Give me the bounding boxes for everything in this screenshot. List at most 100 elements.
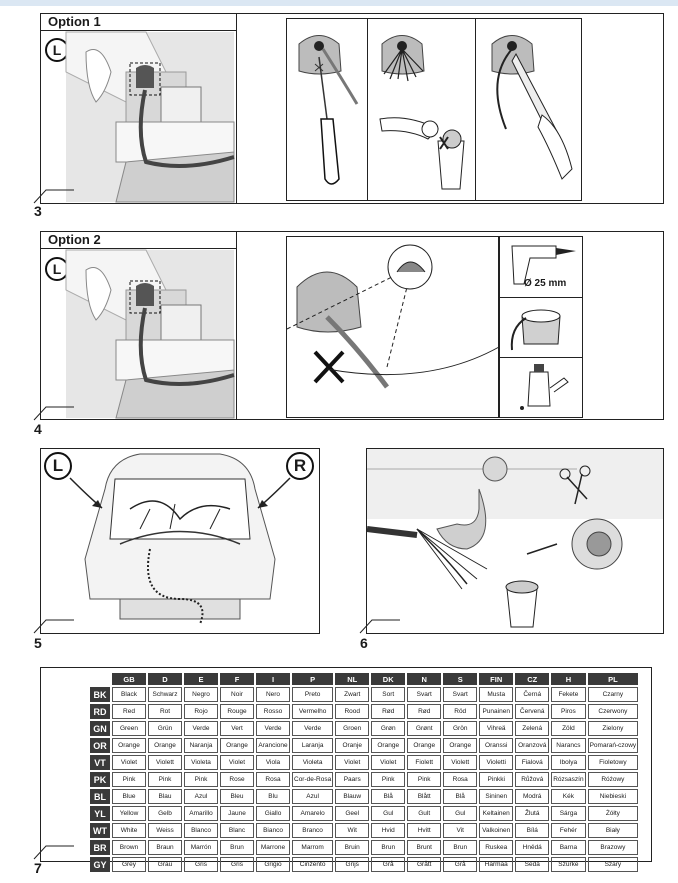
color-name-cell: Orange (371, 738, 406, 753)
color-name-cell: Szary (587, 857, 639, 872)
color-name-cell: Jaune (220, 806, 254, 821)
color-name-cell: Fiolett (407, 755, 442, 770)
heat-gun-illustration (491, 35, 573, 180)
right-marker-5: R (286, 452, 314, 480)
color-name-cell: Azul (184, 789, 218, 804)
color-name-cell: Fialová (515, 755, 550, 770)
color-name-cell: Blått (407, 789, 442, 804)
color-name-cell: Blu (256, 789, 290, 804)
color-name-cell: Giallo (256, 806, 290, 821)
step-number-7: 7 (34, 860, 42, 876)
color-name-cell: Amarelo (292, 806, 334, 821)
color-name-cell: Orange (407, 738, 442, 753)
option1-label: Option 1 (48, 14, 101, 29)
color-name-cell: Keltainen (479, 806, 514, 821)
color-name-cell: Verde (256, 721, 290, 736)
color-name-cell: Rød (371, 704, 406, 719)
color-name-cell: Sárga (551, 806, 586, 821)
step7-corner-mark (33, 845, 74, 860)
color-name-cell: Grün (148, 721, 182, 736)
step3-detail-divider-2 (475, 18, 476, 201)
color-code: YL (90, 806, 110, 821)
color-name-cell: Vert (220, 721, 254, 736)
language-header: D (148, 673, 182, 685)
color-name-cell: Violet (371, 755, 406, 770)
color-name-cell: Marrone (256, 840, 290, 855)
color-name-cell: Gelb (148, 806, 182, 821)
color-name-cell: Röd (443, 704, 478, 719)
color-name-cell: Bruin (335, 840, 370, 855)
color-name-cell: Fehér (551, 823, 586, 838)
color-name-cell: Violeta (292, 755, 334, 770)
step4-corner-mark (33, 406, 74, 421)
color-name-cell: Brazowy (587, 840, 639, 855)
language-header: PL (587, 673, 639, 685)
color-name-cell: Geel (335, 806, 370, 821)
color-name-cell: Biały (587, 823, 639, 838)
color-name-cell: Rood (335, 704, 370, 719)
color-name-cell: Bianco (256, 823, 290, 838)
color-name-cell: Paars (335, 772, 370, 787)
color-name-cell: Red (112, 704, 146, 719)
language-header: H (551, 673, 586, 685)
color-name-cell: Brown (112, 840, 146, 855)
color-name-cell: Pink (371, 772, 406, 787)
color-name-cell: Blue (112, 789, 146, 804)
color-name-cell: Svart (443, 687, 478, 702)
color-name-cell: Rosso (256, 704, 290, 719)
color-name-cell: Verde (292, 721, 334, 736)
color-name-cell: Rose (220, 772, 254, 787)
color-name-cell: Gul (443, 806, 478, 821)
color-name-cell: Zelená (515, 721, 550, 736)
step3-divider (236, 13, 237, 204)
color-name-cell: Oranje (335, 738, 370, 753)
step4-header-line (40, 248, 236, 249)
color-name-cell: Gult (407, 806, 442, 821)
step6-corner-mark (359, 619, 400, 634)
drill-hole-detail (286, 244, 500, 389)
color-name-cell: Orange (112, 738, 146, 753)
color-name-cell: Brun (443, 840, 478, 855)
color-name-cell: Marrón (184, 840, 218, 855)
color-name-cell: Yellow (112, 806, 146, 821)
color-code: VT (90, 755, 110, 770)
step3-interior-illustration (65, 31, 235, 203)
language-header: DK (371, 673, 406, 685)
color-name-cell: Bílá (515, 823, 550, 838)
color-name-cell: Violett (148, 755, 182, 770)
cable-cutting-illustration (379, 35, 465, 190)
color-name-cell: Zöld (551, 721, 586, 736)
color-name-cell: Green (112, 721, 146, 736)
color-name-cell: Oranzová (515, 738, 550, 753)
step3-header-line (40, 30, 236, 31)
color-name-cell: Pink (112, 772, 146, 787)
color-name-cell: Szürke (551, 857, 586, 872)
color-name-cell: Bleu (220, 789, 254, 804)
color-name-cell: Negro (184, 687, 218, 702)
color-name-cell: Verde (184, 721, 218, 736)
language-header: I (256, 673, 290, 685)
color-name-cell: Zwart (335, 687, 370, 702)
color-name-cell: Fioletowy (587, 755, 639, 770)
color-code: GY (90, 857, 110, 872)
language-header: GB (112, 673, 146, 685)
color-name-cell: Braun (148, 840, 182, 855)
color-name-cell: Blanc (220, 823, 254, 838)
color-name-cell: Modrá (515, 789, 550, 804)
step-number-6: 6 (360, 635, 368, 651)
language-header: FIN (479, 673, 514, 685)
color-code: OR (90, 738, 110, 753)
color-name-cell: Black (112, 687, 146, 702)
color-name-cell: Zielony (587, 721, 639, 736)
language-header: F (220, 673, 254, 685)
color-name-cell: Brun (220, 840, 254, 855)
step4-interior-illustration (65, 249, 235, 419)
paint-bottle-icon (520, 364, 569, 410)
color-name-cell: Vermelho (292, 704, 334, 719)
color-name-cell: Rojo (184, 704, 218, 719)
towbar-illustration (366, 449, 663, 628)
